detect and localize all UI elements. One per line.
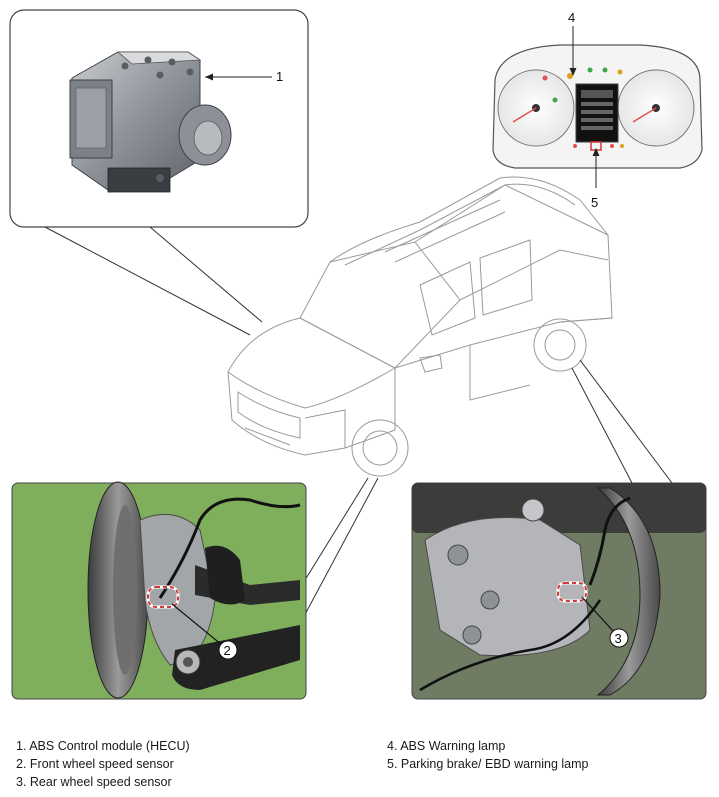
legend-right: 4. ABS Warning lamp 5. Parking brake/ EB… [387, 737, 588, 773]
legend-item-3: 3. Rear wheel speed sensor [16, 775, 172, 789]
hecu-inset: 1 [9, 9, 309, 228]
callout-2: 2 [224, 643, 231, 658]
callout-1: 1 [276, 69, 283, 84]
callout-3: 3 [615, 631, 622, 646]
callout-5: 5 [591, 195, 598, 210]
legend-item-2: 2. Front wheel speed sensor [16, 757, 174, 771]
rear-wheel-sensor-photo: 3 [411, 482, 707, 700]
vehicle-illustration [227, 176, 613, 477]
abs-control-module-illustration [69, 51, 232, 193]
abs-warning-lamp-icon [567, 73, 573, 79]
legend-item-5: 5. Parking brake/ EBD warning lamp [387, 757, 589, 771]
instrument-cluster [492, 44, 703, 169]
legend-item-4: 4. ABS Warning lamp [387, 739, 506, 753]
front-wheel-sensor-photo: 2 [11, 481, 307, 700]
legend-left: 1. ABS Control module (HECU) 2. Front wh… [16, 737, 190, 791]
legend-item-1: 1. ABS Control module (HECU) [16, 739, 190, 753]
callout-4: 4 [568, 10, 575, 25]
